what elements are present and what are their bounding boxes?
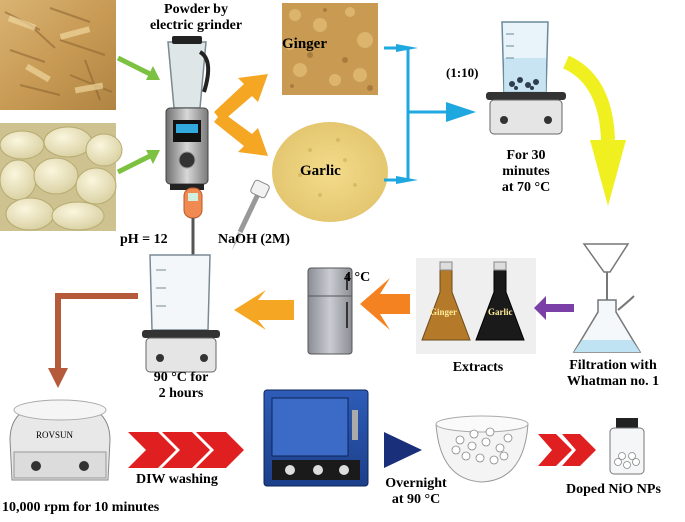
- label-drying: Overnight at 90 °C: [385, 476, 447, 508]
- orange-arrow-to-garlic: [214, 112, 268, 156]
- blue-arrow-head-bottom: [396, 176, 418, 184]
- green-arrow-ginger: [116, 55, 160, 80]
- navy-arrow: [384, 432, 422, 468]
- label-centrifuge-step: 10,000 rpm for 10 minutes: [2, 500, 160, 515]
- ginger-powder-image: [282, 3, 378, 95]
- red-chevron-arrow: [128, 432, 244, 468]
- refrigerator: [307, 267, 353, 355]
- label-ph: pH = 12: [120, 232, 168, 247]
- blue-arrow-head-top: [396, 44, 418, 52]
- purple-arrow: [534, 296, 574, 320]
- drying-oven: [263, 389, 369, 487]
- electric-grinder: [165, 36, 211, 190]
- ginger-photo: [0, 0, 116, 110]
- orange-arrow-to-ginger: [214, 74, 268, 122]
- label-heating-step: For 30 minutes at 70 °C: [501, 148, 551, 196]
- blue-arrow-head-main: [446, 102, 476, 122]
- product-vial: [609, 418, 645, 475]
- label-centrifuge-brand: ROVSUN: [36, 430, 74, 440]
- label-powder-by-grinder: Powder by electric grinder: [149, 2, 243, 34]
- orange-arrow-to-fridge: [360, 278, 410, 330]
- label-extract-ginger: Ginger: [430, 307, 457, 317]
- label-washing: DIW washing: [136, 472, 218, 487]
- label-ginger-powder: Ginger: [282, 36, 327, 52]
- label-filtration: Filtration with Whatman no. 1: [566, 358, 660, 390]
- garlic-photo: [0, 123, 123, 231]
- pipette: [232, 179, 270, 250]
- red-arrow-to-product: [538, 434, 596, 466]
- label-ratio: (1:10): [446, 65, 479, 80]
- green-arrow-garlic: [116, 150, 160, 175]
- hotplate-beaker-top: [486, 21, 566, 135]
- label-cooling: 4 °C: [344, 270, 371, 285]
- garlic-powder-image: [272, 122, 388, 222]
- yellow-curved-arrow: [562, 55, 626, 206]
- label-naoh: NaOH (2M): [218, 232, 290, 247]
- brown-arrow: [48, 293, 138, 388]
- label-extract-garlic: Garlic: [488, 307, 513, 317]
- filtration-setup: [572, 243, 642, 353]
- blue-merge-arrow: [384, 46, 446, 182]
- label-product: Doped NiO NPs: [566, 482, 661, 497]
- label-garlic-powder: Garlic: [300, 163, 341, 179]
- extracts-photo: [416, 258, 536, 354]
- crucible-dish: [435, 415, 529, 483]
- label-stirring: 90 °C for 2 hours: [153, 370, 209, 402]
- hotplate-beaker-middle: [142, 254, 220, 373]
- label-extracts: Extracts: [452, 360, 504, 375]
- orange-arrow-to-beaker: [234, 290, 294, 330]
- centrifuge: [9, 399, 111, 481]
